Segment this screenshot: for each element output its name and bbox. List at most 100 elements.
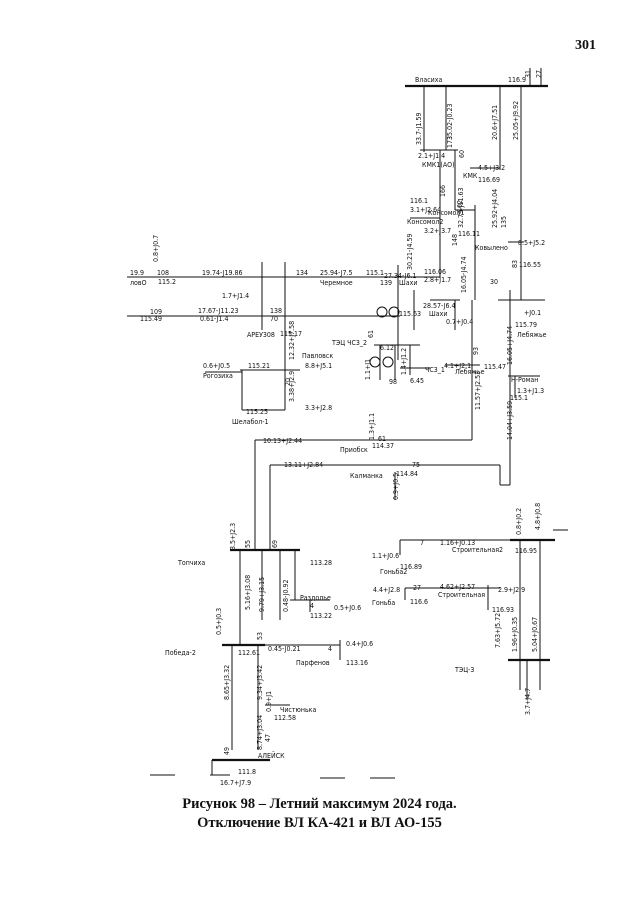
label-station: Ковылено — [475, 244, 508, 252]
label-flow: 1.7+J1.4 — [222, 292, 249, 300]
label-station: Гоньба2 — [380, 568, 407, 576]
label-station: Раздолье — [300, 594, 331, 602]
label-voltage: 6.45 — [410, 377, 424, 385]
label-line-number: 53 — [256, 632, 264, 640]
label-flow: 17.67-J11.23 — [198, 307, 239, 315]
label-flow: 0.61-J1.4 — [200, 315, 229, 323]
label-flow: 0.45-J0.21 — [268, 645, 301, 653]
label-flow: 8.65+J3.32 — [223, 665, 231, 700]
label-flow: 25.92+J4.04 — [491, 189, 499, 228]
diagram-labels: Власиха 116.9 31 27 33.7-J1.59 35.02-J0.… — [130, 70, 547, 787]
label-flow: 1.4+J1.2 — [400, 348, 408, 375]
label-flow: 4.5+J3.2 — [478, 164, 505, 172]
label-flow: 3.38+J2.9 — [288, 371, 296, 402]
label-voltage: 115.25 — [246, 408, 268, 416]
label-station: ловО — [130, 279, 147, 287]
label-flow: 1.96+J0.35 — [511, 617, 519, 652]
label-voltage: 115.47 — [484, 363, 506, 371]
label-line-number: 7 — [420, 539, 424, 547]
label-vlasikha: Власиха — [415, 76, 442, 84]
label-flow: 5.04+J0.67 — [531, 617, 539, 652]
label-line-number: 166 — [439, 185, 447, 197]
label-flow: 28.57-J6.4 — [423, 302, 456, 310]
label-flow: 9.34+J3.42 — [256, 665, 264, 700]
label-flow: 1.1+J1 — [364, 359, 372, 380]
label-flow: 0.8+J0.7 — [152, 235, 160, 262]
label-flow: 0.5+J0.3 — [215, 608, 223, 635]
label-station: Парфенов — [296, 659, 330, 667]
label-voltage: 115.2 — [158, 278, 176, 286]
label-flow: 35.02-J0.23 — [446, 103, 454, 140]
label-station: АЛЕЙСК — [258, 751, 285, 760]
label-line-number: 162 — [456, 200, 464, 212]
label-flow: 9.79+J3.15 — [258, 577, 266, 612]
label-voltage: 116.9 — [508, 76, 526, 84]
label-line-number: 27 — [413, 584, 421, 592]
label-voltage: 116.93 — [492, 606, 514, 614]
label-line-number: 70 — [270, 315, 278, 323]
label-voltage: 116.95 — [515, 547, 537, 555]
figure-caption-line1: Рисунок 98 – Летний максимум 2024 года. — [182, 796, 457, 812]
label-flow: 8.74+J3.04 — [256, 715, 264, 750]
label-flow: 8.5+J5.2 — [518, 239, 545, 247]
label-voltage: 116.69 — [478, 176, 500, 184]
label-flow: 13.11+J2.84 — [284, 461, 323, 469]
label-flow: 0.5+J0.6 — [334, 604, 361, 612]
label-line-number: 148 — [451, 234, 459, 246]
label-line-number: 4 — [310, 602, 314, 610]
label-voltage: 111.8 — [238, 768, 256, 776]
label-flow: 3.2+J3.7 — [424, 227, 451, 235]
figure-caption-line2: Отключение ВЛ КА-421 и ВЛ АО-155 — [197, 815, 442, 831]
label-line-number: 108 — [157, 269, 169, 277]
label-voltage: 115.1 — [366, 269, 384, 277]
label-line-number: 138 — [270, 307, 282, 315]
label-voltage: 6.12 — [380, 344, 394, 352]
label-station: Консомол2 — [407, 218, 443, 226]
label-line-number: 30 — [490, 278, 498, 286]
label-line-number: 47 — [264, 734, 272, 742]
label-station: Победа-2 — [165, 649, 196, 657]
label-flow: 0.7+J0.4 — [446, 318, 473, 326]
label-line-number: 61 — [378, 435, 386, 443]
label-voltage: 116.06 — [424, 268, 446, 276]
label-flow: 3.3+J2.8 — [305, 404, 332, 412]
label-flow: 1.16+J0.13 — [440, 539, 475, 547]
label-station: Строительная — [438, 591, 485, 599]
label-flow: 20.6+J7.51 — [491, 105, 499, 140]
label-voltage: 113.16 — [346, 659, 368, 667]
label-flow: 12.32+J7.58 — [288, 321, 296, 360]
label-flow: 2.8+J1.7 — [424, 276, 451, 284]
label-station: Консомол1 — [428, 209, 464, 217]
label-flow: 1.3+J1.3 — [517, 387, 544, 395]
label-voltage: 116.6 — [410, 598, 428, 606]
label-flow: 16.05-J4.74 — [460, 256, 468, 293]
label-flow: 25.94-J7.5 — [320, 269, 353, 277]
label-station: Рогозиха — [203, 372, 233, 380]
network-lines — [127, 68, 568, 779]
label-line-number: 109 — [150, 308, 162, 316]
label-line-number: 61 — [367, 330, 375, 338]
label-station: КМК1(АО) — [422, 161, 455, 169]
label-station: Шелабол-1 — [232, 418, 269, 426]
label-station: ТЭЦ-3 — [454, 666, 474, 674]
label-flow: 16.7+J7.9 — [220, 779, 251, 787]
label-line-number: 93 — [472, 347, 480, 355]
label-flow: 0.9+J1 — [265, 691, 273, 712]
label-flow: 16.05+J4.74 — [506, 326, 514, 365]
label-voltage: 113.22 — [310, 612, 332, 620]
label-flow: 25.05+J9.92 — [512, 101, 520, 140]
label-voltage: 115.79 — [515, 321, 537, 329]
label-flow: 19.74-J19.86 — [202, 269, 243, 277]
label-voltage: 112.61 — [238, 649, 260, 657]
label-flow: 1.1+J0.6 — [372, 552, 399, 560]
label-station: АРЕУ308 — [247, 331, 275, 339]
label-flow: 33.7-J1.59 — [415, 112, 423, 145]
label-station: Шахи — [399, 279, 417, 287]
page-number: 301 — [575, 38, 596, 53]
label-line-number: 49 — [223, 747, 231, 755]
label-voltage: 113.28 — [310, 559, 332, 567]
label-flow: 3.5+J2.3 — [229, 523, 237, 550]
label-voltage: 114.84 — [396, 470, 418, 478]
label-voltage: 116.89 — [400, 563, 422, 571]
